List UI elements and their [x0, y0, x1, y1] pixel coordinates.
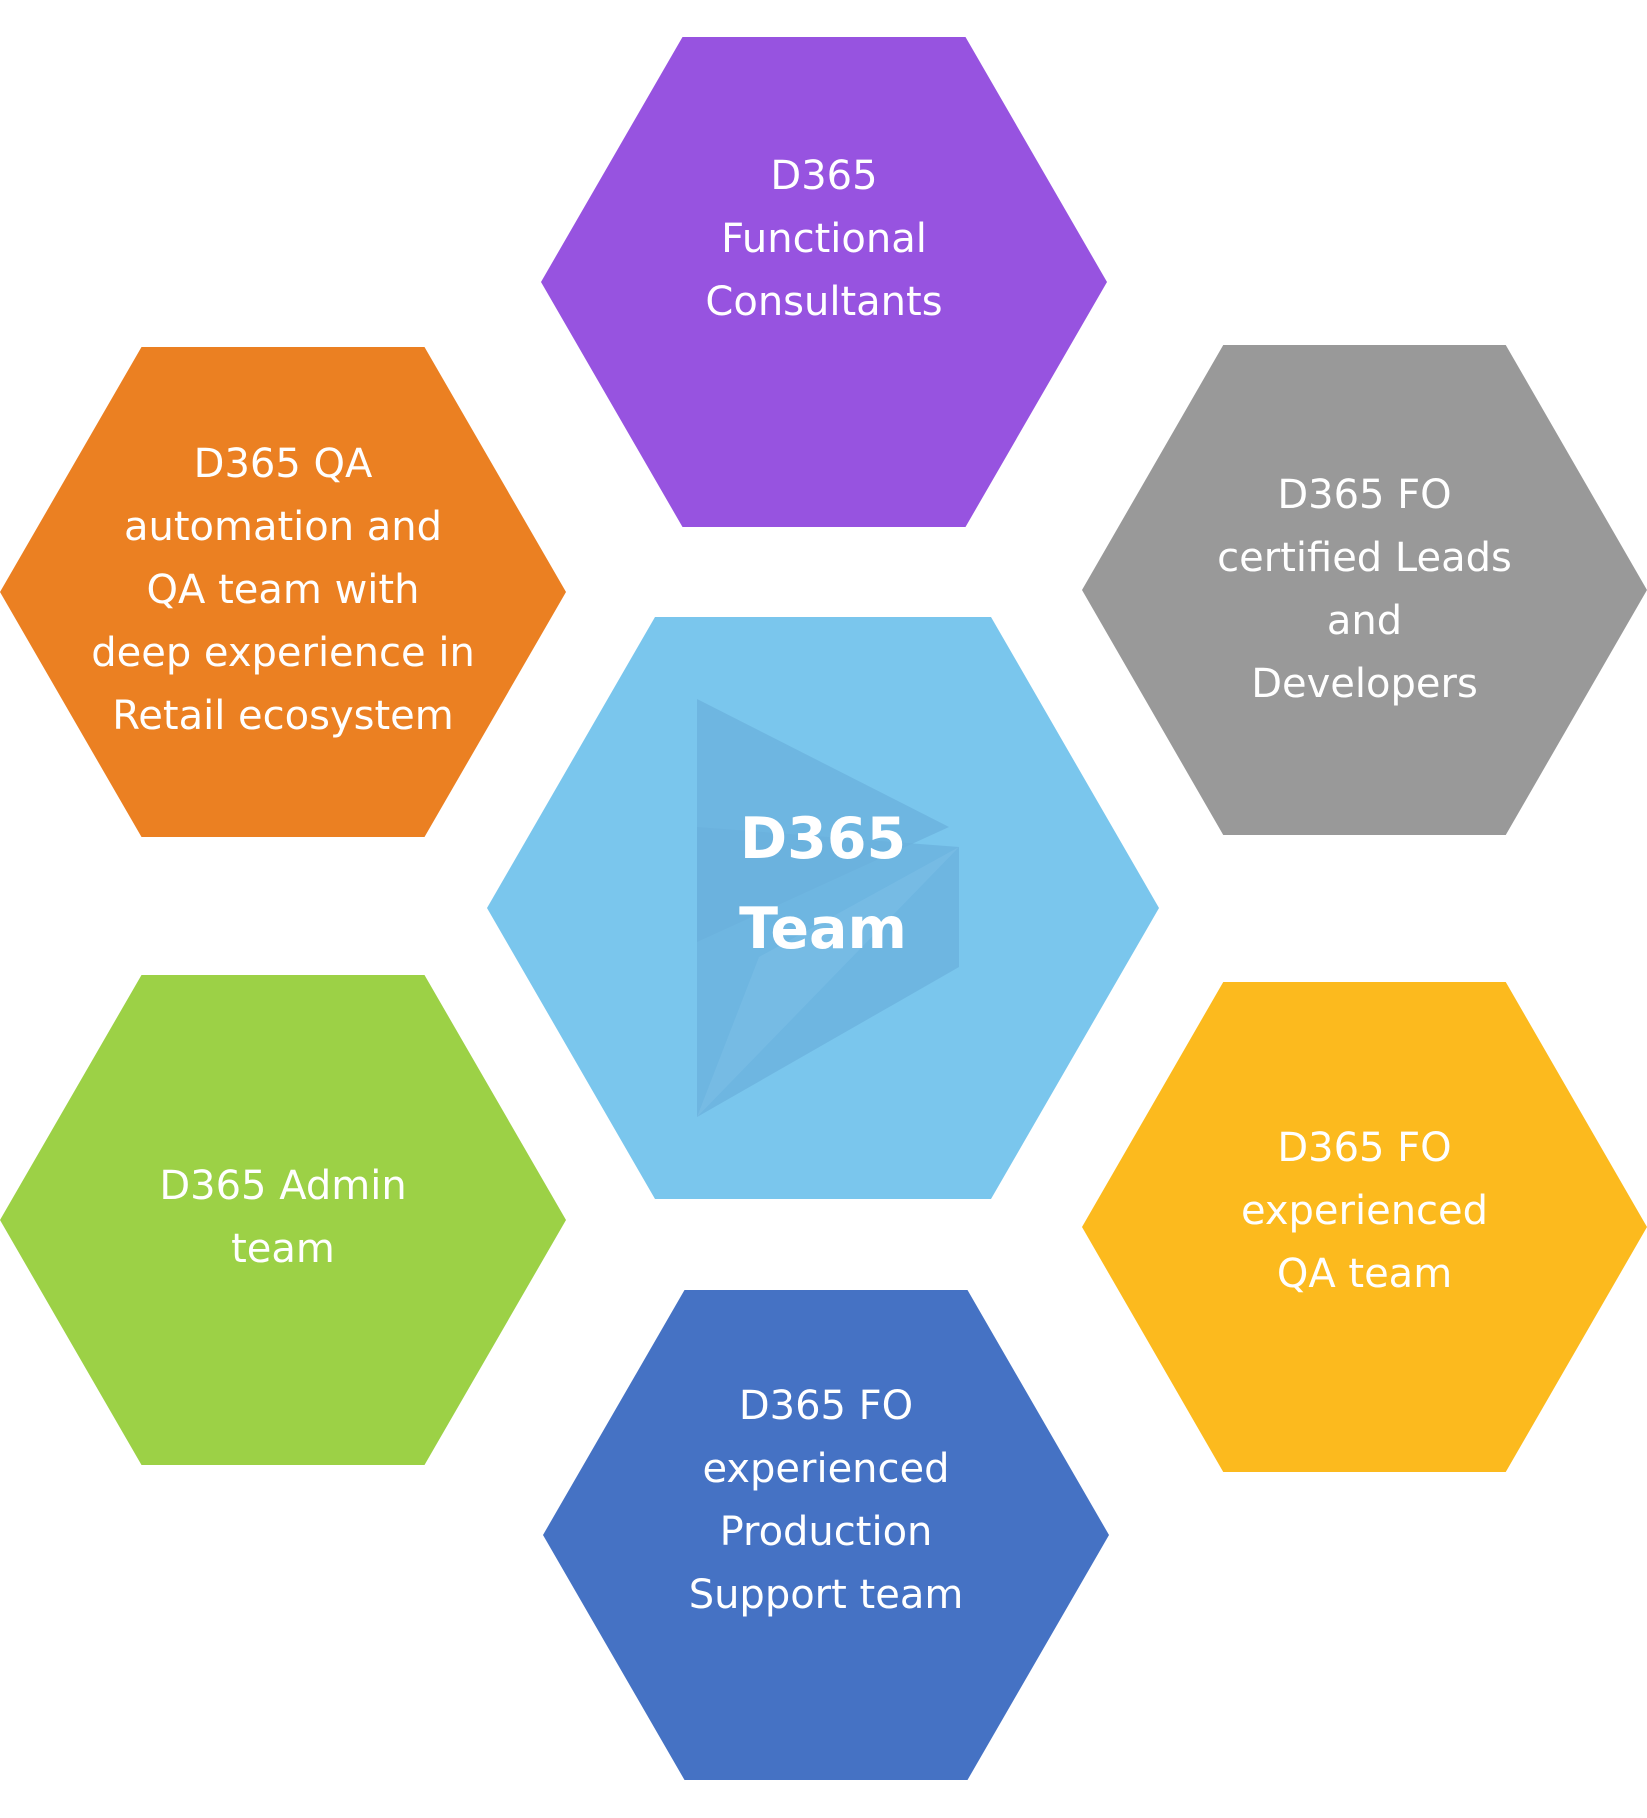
label-line: certified Leads: [1217, 535, 1512, 581]
label-line: Retail ecosystem: [112, 692, 454, 739]
hexagon-fo-qa-team: D365 FO experienced QA team: [1082, 982, 1647, 1472]
label-line: and: [1326, 598, 1403, 644]
label-line: QA team: [1276, 1250, 1453, 1297]
center-title-line: D365: [739, 806, 907, 872]
hexagon-label: D365 FO experienced Production Support t…: [689, 1375, 964, 1627]
hexagon-label: D365 Admin team: [159, 1155, 406, 1281]
label-line: D365 FO: [738, 1383, 914, 1429]
hexagon-center-d365-team: D365 Team: [487, 617, 1159, 1199]
center-title: D365 Team: [739, 794, 907, 974]
label-line: automation and: [123, 503, 443, 550]
label-line: deep experience in: [91, 629, 475, 676]
label-line: team: [231, 1226, 335, 1272]
label-line: D365 QA: [193, 440, 373, 487]
hexagon-label: D365 FO experienced QA team: [1241, 1117, 1488, 1306]
label-line: D365 FO: [1277, 1124, 1452, 1171]
label-line: Developers: [1251, 661, 1478, 707]
label-line: D365 Admin: [159, 1163, 407, 1209]
label-line: Consultants: [705, 279, 943, 325]
hexagon-functional-consultants: D365 Functional Consultants: [541, 37, 1107, 527]
label-line: experienced: [702, 1446, 950, 1492]
dynamics-365-logo-icon: [697, 699, 959, 1117]
label-line: Support team: [688, 1572, 964, 1618]
label-line: Functional: [721, 216, 927, 262]
label-line: QA team with: [146, 566, 420, 613]
hexagon-label: D365 FO certified Leads and Developers: [1217, 464, 1512, 716]
hexagon-label: D365 QA automation and QA team with deep…: [91, 433, 475, 748]
label-line: D365 FO: [1277, 472, 1452, 518]
label-line: Production: [719, 1509, 933, 1555]
hexagon-certified-leads: D365 FO certified Leads and Developers: [1082, 345, 1647, 835]
label-line: D365: [770, 153, 878, 199]
center-title-line: Team: [739, 896, 907, 962]
hexagon-qa-automation: D365 QA automation and QA team with deep…: [0, 347, 566, 837]
hexagon-label: D365 Functional Consultants: [705, 145, 942, 334]
hexagon-production-support: D365 FO experienced Production Support t…: [543, 1290, 1109, 1780]
hexagon-admin-team: D365 Admin team: [0, 975, 566, 1465]
label-line: experienced: [1240, 1187, 1489, 1234]
